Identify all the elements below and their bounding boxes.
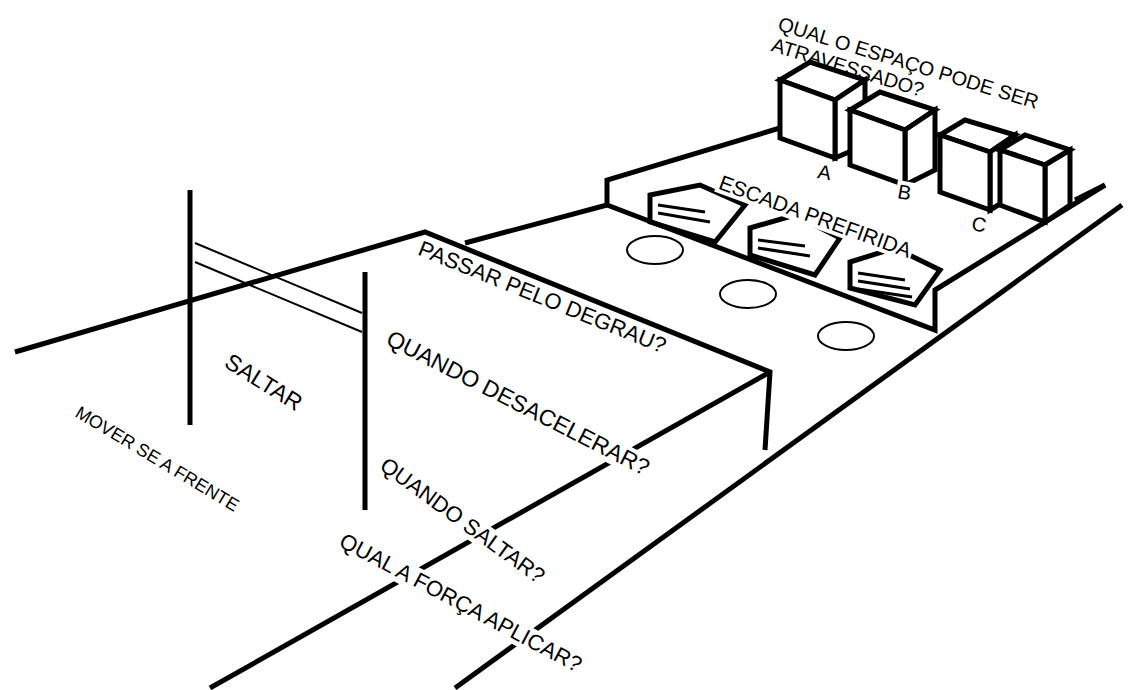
question-label: PASSAR PELO DEGRAU?	[413, 236, 671, 359]
action-label: SALTAR	[219, 348, 309, 417]
question-label: QUAL A FORÇA APLICAR?	[334, 528, 588, 678]
action-label: MOVER SE A FRENTE	[70, 402, 244, 517]
box-letter: B	[894, 180, 915, 205]
stair-label: ESCADA PREFIRIDA	[714, 170, 916, 263]
box-letter: C	[968, 212, 990, 237]
box-letter: A	[814, 160, 835, 185]
question-label: QUANDO DESACELERAR?	[381, 325, 656, 482]
